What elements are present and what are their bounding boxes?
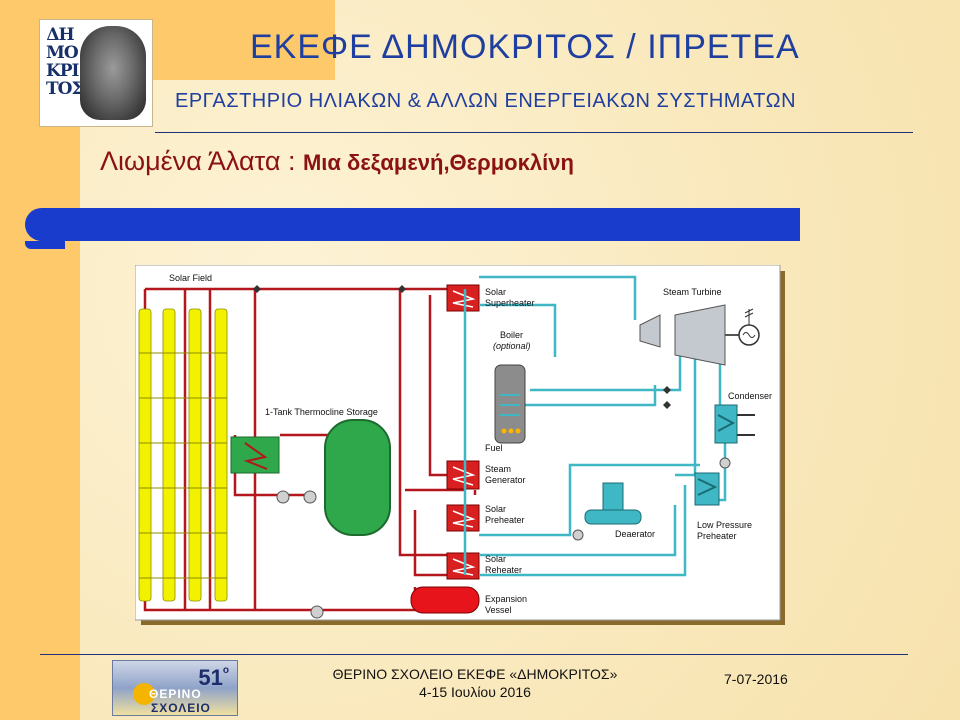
reheater-feed [479,505,677,557]
condenser-coil [717,414,736,432]
label-lp-preheater-2: Preheater [697,531,737,541]
turbine-bleed [530,345,682,392]
storage-pump-right [303,490,317,504]
democritus-logo: ΔΗ ΜΟ ΚΡΙ ΤΟΣ [40,20,152,126]
condenser [714,404,738,444]
salt-heat-exchangers [446,284,480,580]
label-fuel: Fuel [485,443,503,453]
logo-word-2: ΣΧΟΛΕΙΟ [151,701,211,715]
label-expansion-vessel-2: Vessel [485,605,512,615]
collector-segment-dividers [139,352,227,579]
page-subtitle: ΕΡΓΑΣΤΗΡΙΟ ΗΛΙΑΚΩΝ & ΑΛΛΩΝ ΕΝΕΡΓΕΙΑΚΩΝ Σ… [175,90,797,112]
label-steam-generator-1: Steam [485,464,511,474]
deaerator-tank [584,509,642,525]
footer-date: 7-07-2016 [724,671,788,687]
slide-heading: Λιωμένα Άλατα : Μια δεξαμενή,Θερμοκλίνη [100,146,574,177]
label-solar-superheater-1: Solar [485,287,506,297]
reheater-return [479,485,687,577]
ground-symbol-icon [744,308,754,325]
blue-title-bar [25,208,800,241]
slide-heading-part2: Μια δεξαμενή,Θερμοκλίνη [302,150,574,175]
storage-hx-coil [243,442,268,470]
lp-turbine [674,304,726,366]
lp-preheater [694,472,720,506]
salt-loop-lines [143,287,477,612]
condensate-pump [719,457,731,469]
label-steam-generator-2: Generator [485,475,526,485]
page-title: ΕΚΕΦΕ ΔΗΜΟΚΡΙΤΟΣ / ΙΠΡΕΤΕΑ [250,28,800,66]
label-boiler: Boiler [500,330,523,340]
collector-row-2 [162,308,176,602]
hx-coils [452,290,476,576]
logo-edition-number: 51ο [198,665,229,690]
boiler-to-turbine [525,385,657,407]
salt-return-pump [310,605,324,619]
label-boiler-optional: (optional) [493,341,531,351]
generator-wave [742,332,756,338]
cooling-water-lines [737,414,755,436]
collector-row-3 [188,308,202,602]
collector-row-1 [138,308,152,602]
preheater-hx [446,504,480,532]
logo-word-1: ΘΕΡΙΝΟ [149,687,202,701]
boiler-flame-2 [508,428,514,434]
label-storage: 1-Tank Thermocline Storage [265,407,378,417]
steam-to-turbine [479,275,637,320]
preheater-to-deaerator [479,463,700,537]
steam-to-boiler [479,303,557,357]
feedwater-pump [572,529,584,541]
label-solar-preheater-2: Preheater [485,515,525,525]
label-condenser: Condenser [728,391,772,401]
footer-divider [40,654,908,655]
reheater-hx [446,552,480,580]
blue-title-bar-tail [25,241,65,249]
footer-event-name: ΘΕΡΙΝΟ ΣΧΟΛΕΙΟ ΕΚΕΦΕ «ΔΗΜΟΚΡΙΤΟΣ» [332,666,618,682]
summer-school-logo: 51ο ΘΕΡΙΝΟ ΣΧΟΛΕΙΟ [112,660,238,716]
sun-icon [133,683,155,705]
header-divider [155,132,913,133]
bust-portrait-image [80,26,146,120]
expansion-vessel [410,586,480,614]
superheater-hx [446,284,480,312]
label-solar-reheater-1: Solar [485,554,506,564]
logo-lettering: ΔΗ ΜΟ ΚΡΙ ΤΟΣ [46,25,83,99]
collector-row-4 [214,308,228,602]
deaerator-column [602,482,624,514]
storage-pump-left [276,490,290,504]
label-solar-preheater-1: Solar [485,504,506,514]
slide-heading-part1: Λιωμένα Άλατα : [100,146,303,176]
lp-preheater-coil [697,478,718,496]
label-deaerator: Deaerator [615,529,655,539]
solar-collector-array [138,308,228,602]
footer-event-info: ΘΕΡΙΝΟ ΣΧΟΛΕΙΟ ΕΚΕΦΕ «ΔΗΜΟΚΡΙΤΟΣ» 4-15 Ι… [300,665,650,701]
valves [253,285,671,409]
storage-heat-exchanger [230,436,280,474]
label-steam-turbine: Steam Turbine [663,287,722,297]
label-solar-reheater-2: Reheater [485,565,522,575]
label-expansion-vessel-1: Expansion [485,594,527,604]
thermocline-storage-tank [324,419,391,536]
boiler-tubes [500,394,520,416]
plant-diagram: Solar Field 1-Tank Thermocline Storage S… [134,264,785,625]
salt-to-reheater [398,289,465,557]
plant-diagram-svg: Solar Field 1-Tank Thermocline Storage S… [134,264,785,625]
hp-turbine [639,314,661,348]
label-solar-field: Solar Field [169,273,212,283]
boiler-flame-1 [501,428,507,434]
label-solar-superheater-2: Superheater [485,298,535,308]
boiler-flame-3 [515,428,521,434]
label-lp-preheater-1: Low Pressure [697,520,752,530]
footer-event-dates: 4-15 Ιουλίου 2016 [419,684,531,700]
